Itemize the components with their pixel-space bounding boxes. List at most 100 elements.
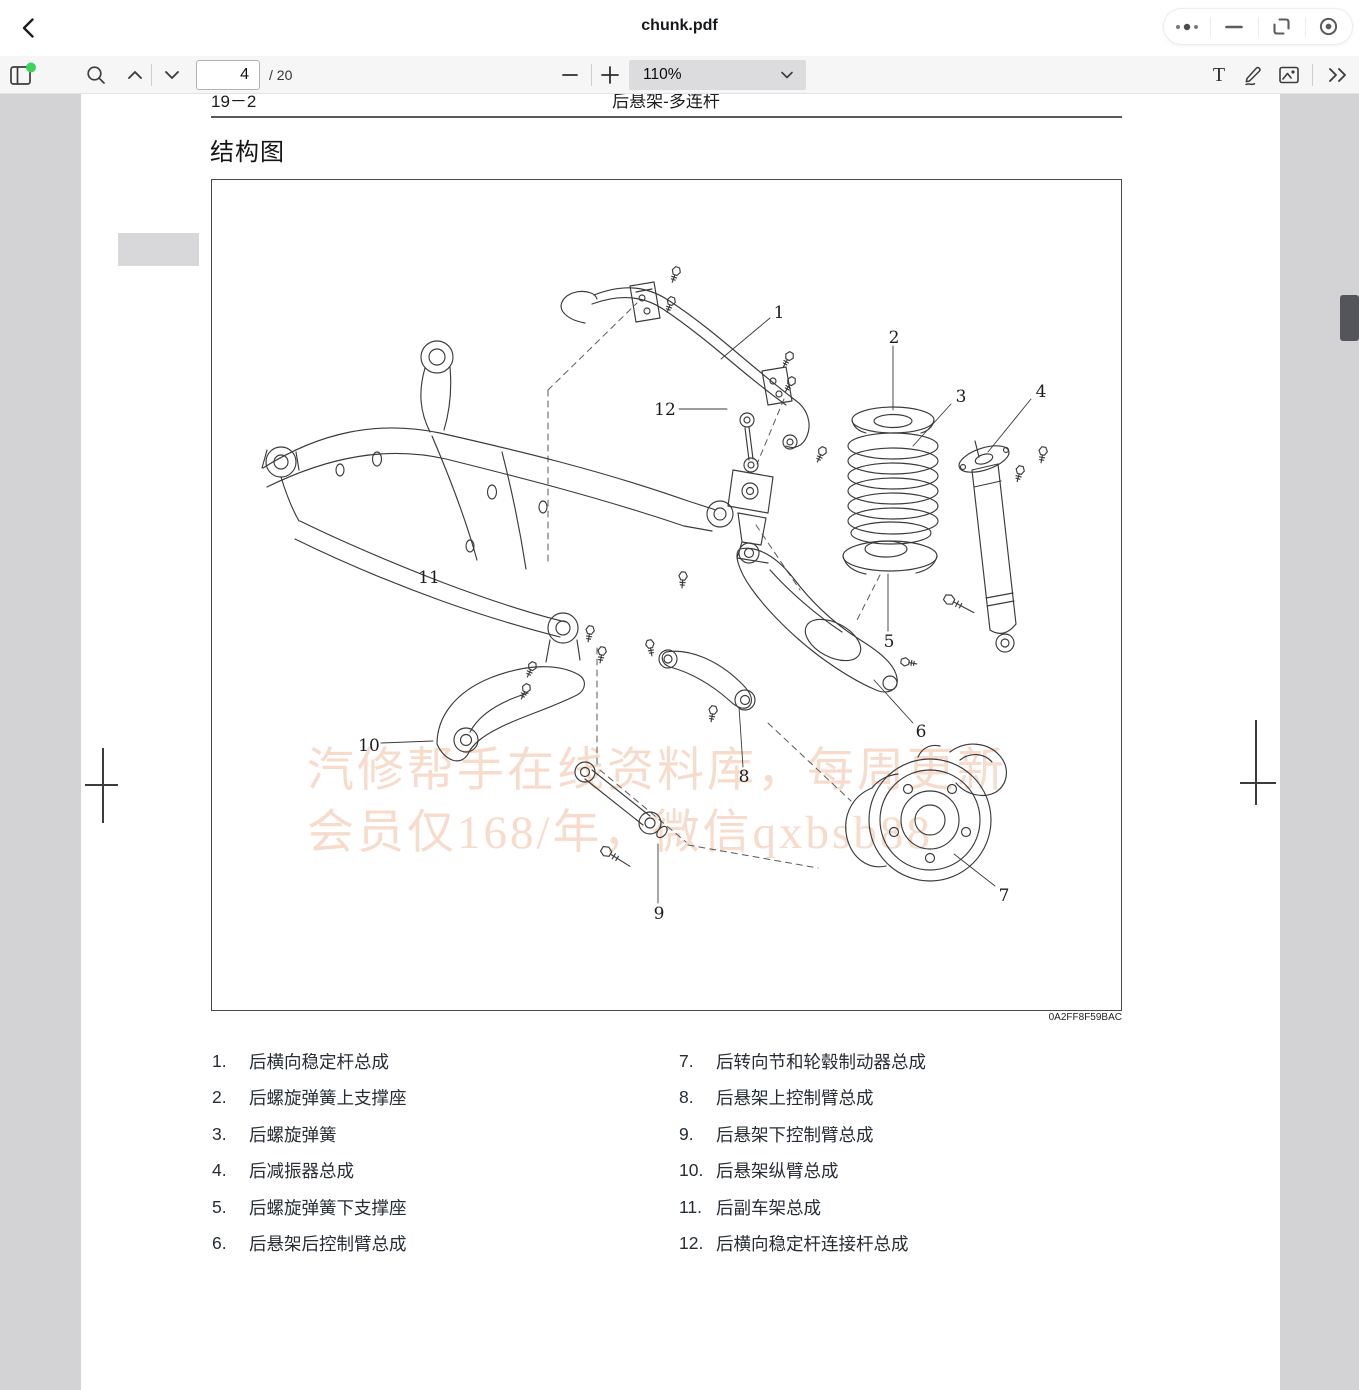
pdf-toolbar: / 20 110% T bbox=[0, 56, 1359, 94]
minimize-icon bbox=[1225, 24, 1244, 30]
part-item: 9. 后悬架下控制臂总成 bbox=[679, 1116, 1149, 1153]
pill-divider bbox=[1210, 16, 1212, 37]
callout-8: 8 bbox=[738, 767, 750, 787]
section-title: 结构图 bbox=[210, 139, 285, 166]
part-label: 后悬架后控制臂总成 bbox=[249, 1234, 407, 1255]
resize-button[interactable] bbox=[1259, 9, 1305, 44]
page-header-number: 19－2 bbox=[211, 94, 257, 111]
image-tool-button[interactable] bbox=[1275, 61, 1303, 89]
part-number: 10. bbox=[679, 1160, 704, 1181]
part-label: 后横向稳定杆总成 bbox=[249, 1051, 389, 1072]
record-button[interactable] bbox=[1306, 9, 1352, 44]
pill-divider bbox=[1257, 16, 1259, 37]
header-rule bbox=[211, 116, 1122, 118]
part-label: 后横向稳定杆连接杆总成 bbox=[716, 1234, 909, 1255]
part-label: 后减振器总成 bbox=[249, 1161, 354, 1182]
part-number: 11. bbox=[679, 1196, 703, 1217]
back-button[interactable] bbox=[16, 15, 42, 41]
zoom-level-select[interactable]: 110% bbox=[629, 60, 806, 90]
minus-icon bbox=[560, 65, 580, 85]
parts-list-right: 7. 后转向节和轮毂制动器总成 8. 后悬架上控制臂总成 9. 后悬架下控制臂总成 1… bbox=[679, 1043, 1149, 1262]
part-number: 4. bbox=[212, 1160, 227, 1181]
search-button[interactable] bbox=[82, 61, 110, 89]
record-circle-dot-icon bbox=[1319, 17, 1338, 36]
part-label: 后螺旋弹簧上支撑座 bbox=[249, 1088, 407, 1109]
figure-code: 0A2FF8F59BAC bbox=[1048, 1012, 1122, 1023]
page-total-label: / 20 bbox=[269, 67, 293, 83]
part-item: 2. 后螺旋弹簧上支撑座 bbox=[212, 1080, 682, 1117]
vertical-scrollbar-thumb[interactable] bbox=[1340, 295, 1359, 341]
part-item: 6. 后悬架后控制臂总成 bbox=[212, 1226, 682, 1263]
part-label: 后悬架纵臂总成 bbox=[716, 1161, 839, 1182]
part-item: 5.后螺旋弹簧下支撑座 bbox=[212, 1189, 682, 1226]
pdf-page: 19－2 后悬架-多连杆 结构图 汽修帮手在线资料库，每周更新 会员仅168/年… bbox=[81, 94, 1280, 1390]
chevron-left-icon bbox=[16, 15, 42, 41]
callout-11: 11 bbox=[418, 568, 440, 588]
callout-6: 6 bbox=[915, 722, 927, 742]
crop-mark-right-vertical bbox=[1255, 720, 1257, 805]
toolbar-divider bbox=[1312, 64, 1313, 86]
zoom-out-button[interactable] bbox=[556, 61, 584, 89]
sidebar-panel-icon bbox=[7, 60, 37, 90]
part-label: 后螺旋弹簧 bbox=[249, 1124, 337, 1145]
part-item: 3. 后螺旋弹簧 bbox=[212, 1116, 682, 1153]
part-label: 后悬架下控制臂总成 bbox=[716, 1124, 874, 1145]
part-item: 1. 后横向稳定杆总成 bbox=[212, 1043, 682, 1080]
callout-9: 9 bbox=[653, 904, 665, 924]
callout-1: 1 bbox=[773, 303, 785, 323]
callout-5: 5 bbox=[883, 632, 895, 652]
part-item: 10. 后悬架纵臂总成 bbox=[679, 1153, 1149, 1190]
callout-2: 2 bbox=[888, 328, 900, 348]
part-number: 3. bbox=[212, 1123, 227, 1144]
part-number: 6. bbox=[212, 1233, 227, 1254]
zoom-in-button[interactable] bbox=[596, 61, 624, 89]
part-label: 后转向节和轮毂制动器总成 bbox=[716, 1051, 926, 1072]
previous-page-button[interactable] bbox=[121, 61, 149, 89]
part-number: 2. bbox=[212, 1087, 227, 1108]
crop-mark-left-vertical bbox=[102, 748, 104, 823]
part-number: 9. bbox=[679, 1123, 694, 1144]
part-number: 7. bbox=[679, 1050, 694, 1071]
part-item: 12. 后横向稳定杆连接杆总成 bbox=[679, 1226, 1149, 1263]
part-item: 7. 后转向节和轮毂制动器总成 bbox=[679, 1043, 1149, 1080]
figure-frame: 1 2 3 4 5 6 7 8 9 10 11 12 bbox=[211, 179, 1122, 1011]
parts-list-left: 1.后横向稳定杆总成 2.后螺旋弹簧上支撑座 3.后螺旋弹簧 4.后减振器总成 … bbox=[212, 1043, 682, 1262]
pencil-icon bbox=[1242, 63, 1266, 87]
next-page-button[interactable] bbox=[158, 61, 186, 89]
minimize-button[interactable] bbox=[1211, 9, 1257, 44]
text-tool-button[interactable]: T bbox=[1205, 61, 1233, 89]
part-number: 12. bbox=[679, 1233, 704, 1254]
part-number: 8. bbox=[679, 1087, 694, 1108]
callout-7: 7 bbox=[998, 886, 1010, 906]
ellipsis-icon bbox=[1174, 21, 1200, 33]
part-item: 8. 后悬架上控制臂总成 bbox=[679, 1080, 1149, 1117]
pill-divider bbox=[1304, 16, 1306, 37]
callout-12: 12 bbox=[654, 400, 676, 420]
plus-icon bbox=[599, 64, 621, 86]
crop-mark-right-horizontal bbox=[1240, 782, 1276, 784]
sidebar-toggle-button[interactable] bbox=[8, 61, 36, 89]
search-icon bbox=[84, 63, 108, 87]
more-tools-button[interactable] bbox=[1324, 61, 1352, 89]
part-label: 后副车架总成 bbox=[716, 1197, 821, 1218]
text-tool-icon: T bbox=[1212, 64, 1226, 86]
part-number: 1. bbox=[212, 1050, 227, 1071]
chevron-down-icon bbox=[780, 70, 794, 80]
callout-4: 4 bbox=[1035, 382, 1047, 402]
chevron-down-icon bbox=[161, 64, 183, 86]
part-number: 5. bbox=[212, 1196, 227, 1217]
image-icon bbox=[1277, 63, 1301, 87]
part-item: 4. 后减振器总成 bbox=[212, 1153, 682, 1190]
double-chevron-right-icon bbox=[1326, 64, 1350, 86]
redacted-block bbox=[118, 233, 199, 266]
part-label: 后悬架上控制臂总成 bbox=[716, 1088, 874, 1109]
page-header-title: 后悬架-多连杆 bbox=[612, 94, 720, 111]
window-controls bbox=[1163, 8, 1353, 45]
chevron-up-icon bbox=[124, 64, 146, 86]
page-number-input[interactable] bbox=[196, 60, 260, 90]
crop-mark-left-horizontal bbox=[85, 784, 118, 786]
more-options-button[interactable] bbox=[1164, 9, 1210, 44]
annotate-tool-button[interactable] bbox=[1240, 61, 1268, 89]
zoom-level-value: 110% bbox=[643, 66, 682, 83]
callout-10: 10 bbox=[358, 736, 380, 756]
